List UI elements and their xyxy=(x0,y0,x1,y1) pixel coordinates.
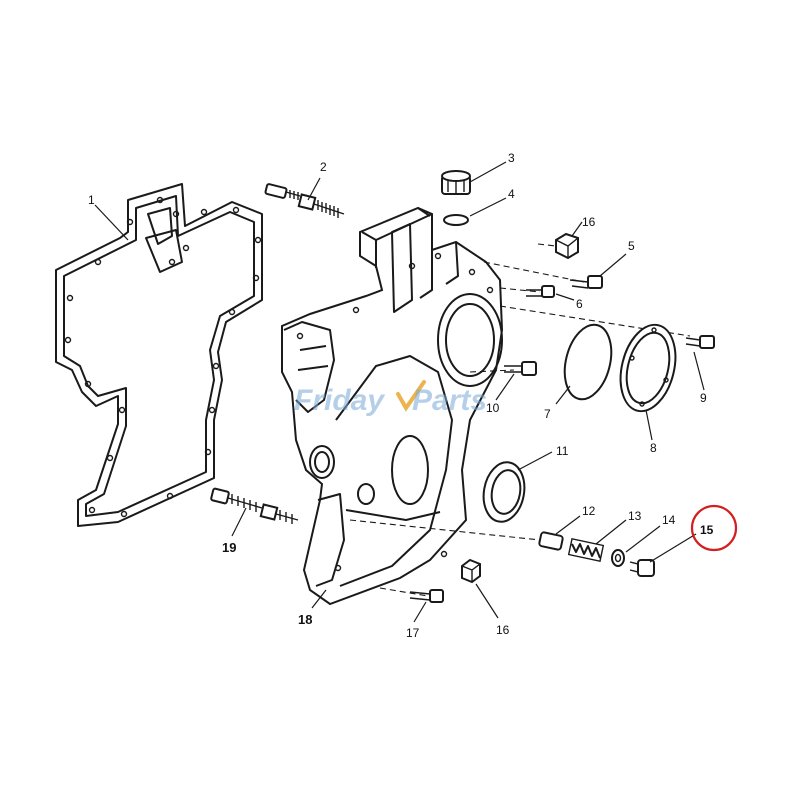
seal-part-11 xyxy=(482,451,553,523)
callout-19: 19 xyxy=(222,540,236,555)
stud-part-19 xyxy=(210,487,299,537)
callout-7: 7 xyxy=(544,407,551,421)
highlight-circle xyxy=(690,504,738,552)
bolt-part-9 xyxy=(685,335,715,391)
callout-18: 18 xyxy=(298,612,312,627)
callout-12: 12 xyxy=(582,504,596,518)
watermark-check-icon xyxy=(396,380,426,412)
callout-2: 2 xyxy=(320,160,327,174)
callout-17: 17 xyxy=(406,626,420,640)
callout-10: 10 xyxy=(486,401,500,415)
cover-plate-part-8 xyxy=(619,323,677,441)
nut-part-16-top xyxy=(537,221,583,260)
callout-1: 1 xyxy=(88,193,95,207)
callout-9: 9 xyxy=(700,391,707,405)
gasket-part-1 xyxy=(55,183,263,527)
callout-14: 14 xyxy=(662,513,676,527)
bolt-part-10 xyxy=(469,361,537,401)
stud-part-2 xyxy=(264,177,345,218)
o-ring-part-4 xyxy=(443,197,507,226)
callout-3: 3 xyxy=(508,151,515,165)
callout-4: 4 xyxy=(508,187,515,201)
nut-part-16-bottom xyxy=(461,558,499,619)
gasket-part-7 xyxy=(555,323,613,405)
callout-16-bottom: 16 xyxy=(496,623,510,637)
watermark-text-left: Friday xyxy=(294,384,385,417)
plug-part-12 xyxy=(538,515,581,551)
callout-13: 13 xyxy=(628,509,642,523)
spring-part-13 xyxy=(567,519,627,562)
callout-15: 15 xyxy=(700,523,714,537)
callout-5: 5 xyxy=(628,239,635,253)
plug-part-15 xyxy=(629,533,697,577)
callout-11: 11 xyxy=(556,444,569,458)
callout-16-top: 16 xyxy=(582,215,596,229)
callout-6: 6 xyxy=(576,297,583,311)
bolt-part-17 xyxy=(379,587,444,623)
watermark-logo: Friday Parts xyxy=(294,380,487,417)
bolt-part-6 xyxy=(499,285,575,301)
bolt-part-5 xyxy=(483,253,627,289)
watermark-text-right: Parts xyxy=(412,384,487,417)
washer-part-14 xyxy=(611,525,661,567)
cap-part-3 xyxy=(441,161,507,195)
callout-8: 8 xyxy=(650,441,657,455)
front-cover-part-18 xyxy=(281,206,504,609)
